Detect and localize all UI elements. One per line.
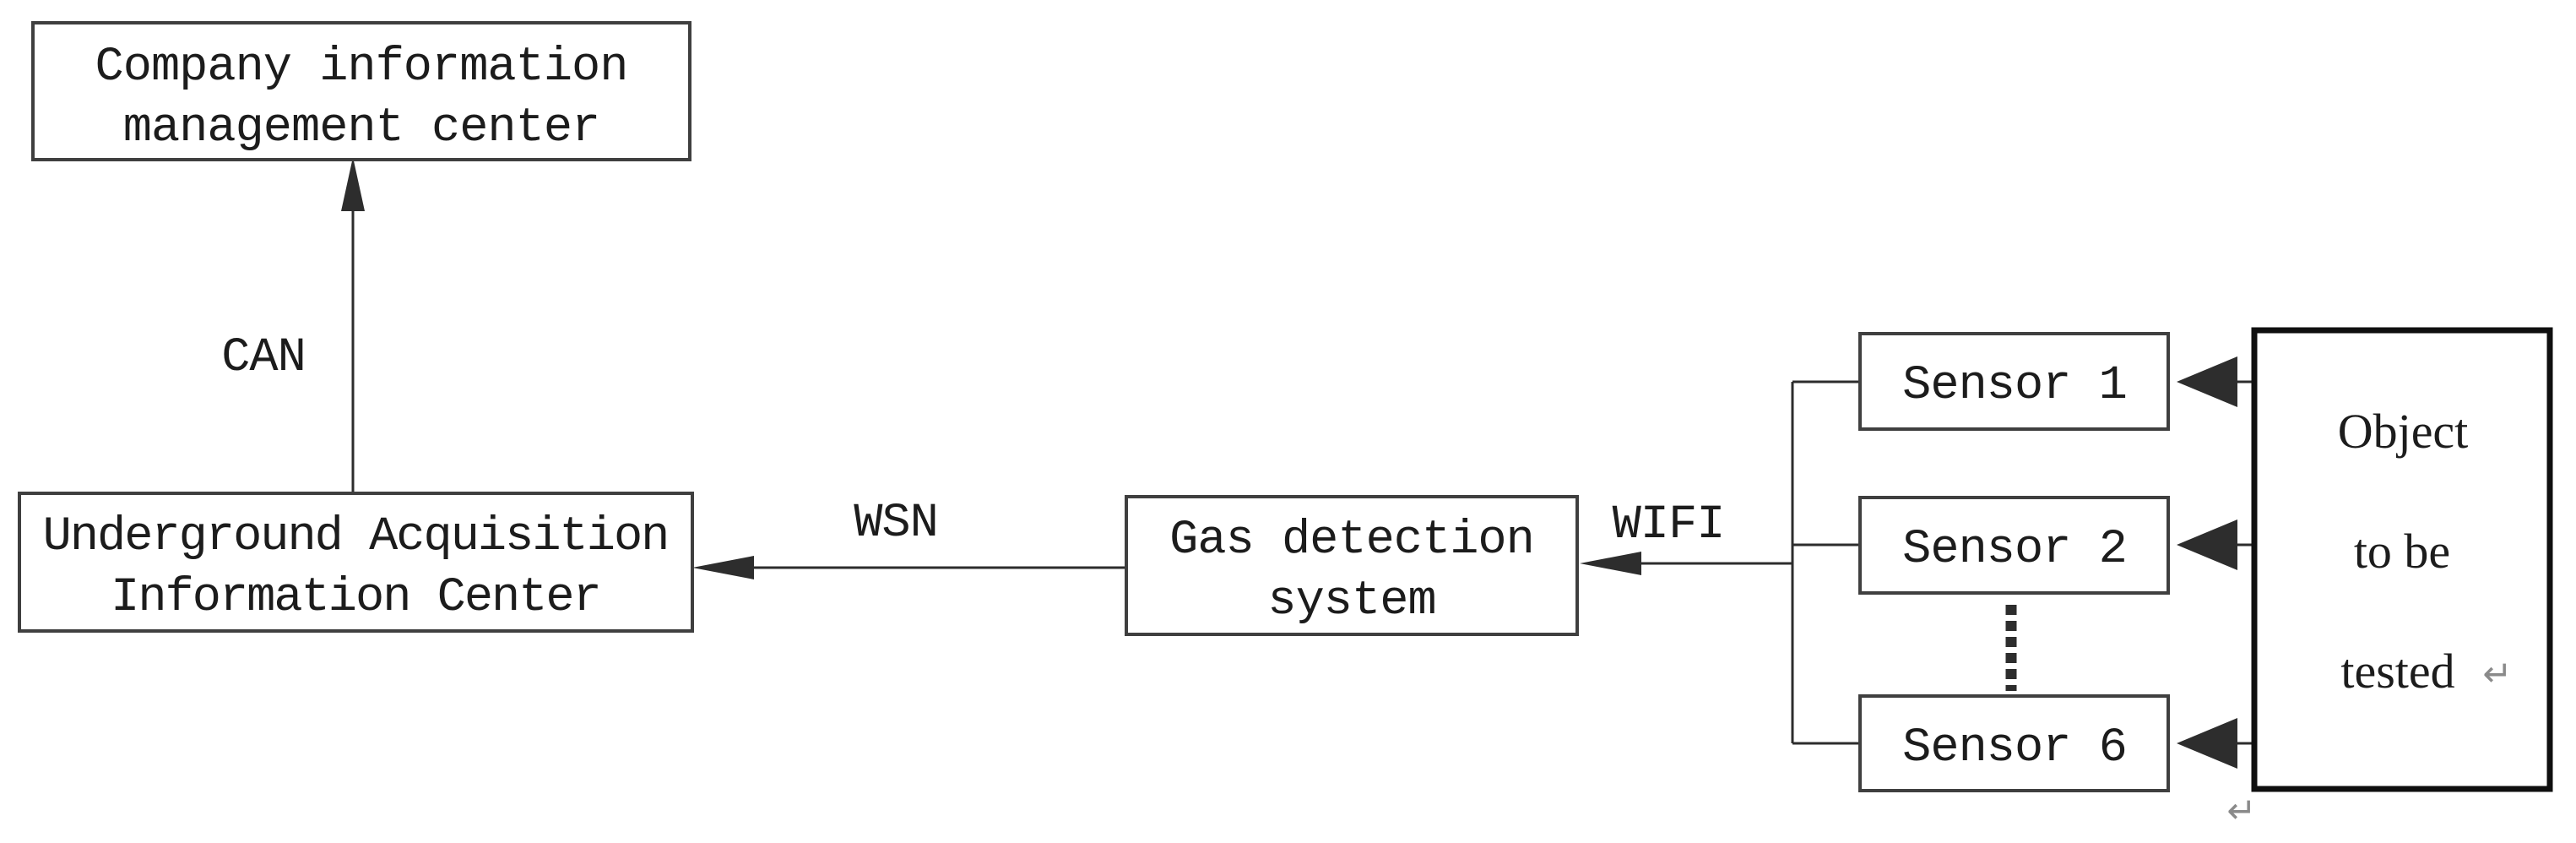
- underground-acquisition-information-center-box: [18, 492, 694, 633]
- sensor-1-box: [1858, 332, 2170, 431]
- sensor-2-label: Sensor 2: [1902, 523, 2127, 577]
- object-to-sensor1-arrowhead-icon: [2177, 356, 2237, 407]
- sensor-1-label: Sensor 1: [1902, 359, 2127, 413]
- can-edge-label: CAN: [221, 331, 306, 385]
- sensor-6-label: Sensor 6: [1902, 721, 2127, 775]
- wsn-edge-label: WSN: [854, 497, 938, 551]
- wifi-arrowhead-icon: [1580, 552, 1641, 575]
- object-box-label-line2: to be: [2354, 524, 2450, 579]
- company-box-label-line1: Company information: [95, 41, 628, 95]
- can-arrowhead-icon: [341, 157, 365, 211]
- underground-box-label-line1: Underground Acquisition: [43, 510, 669, 564]
- gas-detection-system-box: [1125, 495, 1579, 636]
- sensor-6-box: [1858, 694, 2170, 792]
- return-mark-icon: ↵: [2226, 790, 2256, 831]
- company-information-management-center-box: [31, 21, 691, 161]
- gas-box-label-line1: Gas detection: [1169, 514, 1534, 568]
- object-to-sensor6-arrowhead-icon: [2177, 718, 2237, 769]
- wsn-arrowhead-icon: [692, 556, 754, 579]
- return-mark-icon: ↵: [2482, 653, 2512, 694]
- object-to-sensor2-arrowhead-icon: [2177, 519, 2237, 570]
- node-boxes: [18, 21, 2170, 792]
- connector-lines: [351, 177, 2253, 745]
- object-box-labels: Object to be tested: [2338, 404, 2469, 699]
- sensor-2-box: [1858, 496, 2170, 595]
- company-box-label-line2: management center: [123, 101, 600, 155]
- object-to-be-tested-box: [2251, 327, 2553, 792]
- node-labels: Company information management center Un…: [43, 41, 2128, 775]
- arrowheads: [341, 157, 2237, 769]
- edge-labels: CAN WSN WIFI: [221, 331, 1725, 552]
- object-box-label-line1: Object: [2338, 404, 2469, 459]
- gas-box-label-line2: system: [1267, 574, 1435, 628]
- underground-box-label-line2: Information Center: [111, 571, 600, 625]
- return-marks: ↵ ↵: [2226, 653, 2512, 831]
- object-box-label-line3: tested: [2340, 644, 2454, 699]
- wifi-edge-label: WIFI: [1613, 498, 1725, 552]
